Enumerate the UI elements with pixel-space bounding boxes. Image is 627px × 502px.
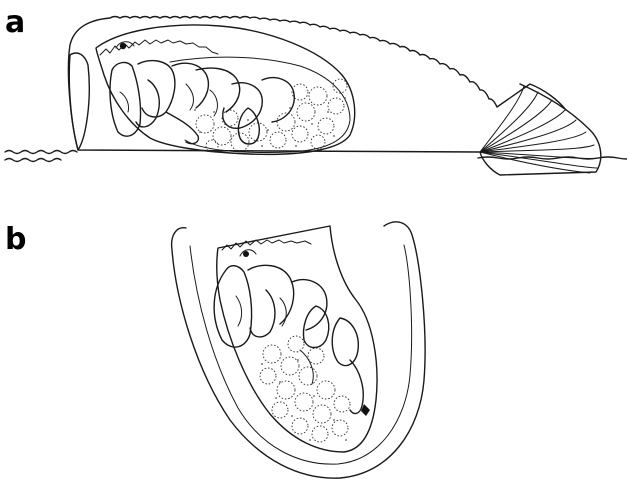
appendages-b — [214, 265, 363, 413]
pouch-outline — [170, 57, 350, 152]
panel-a-label: a — [5, 5, 25, 40]
eggs-b — [260, 336, 350, 442]
panel-b: b — [5, 222, 425, 478]
panel-b-label: b — [5, 222, 26, 257]
panel-a: a — [5, 5, 627, 175]
tube-inner-wall — [190, 245, 412, 464]
eye-icon-b — [240, 250, 256, 257]
body-outline-b — [217, 226, 377, 452]
substrate-line-left — [5, 151, 77, 162]
tube-anterior-lip — [69, 53, 89, 150]
tube-annulations — [480, 84, 601, 175]
tube-outline — [68, 17, 566, 153]
eggs — [196, 79, 347, 152]
stipple-a — [194, 97, 346, 147]
carapace-edge — [100, 40, 218, 55]
